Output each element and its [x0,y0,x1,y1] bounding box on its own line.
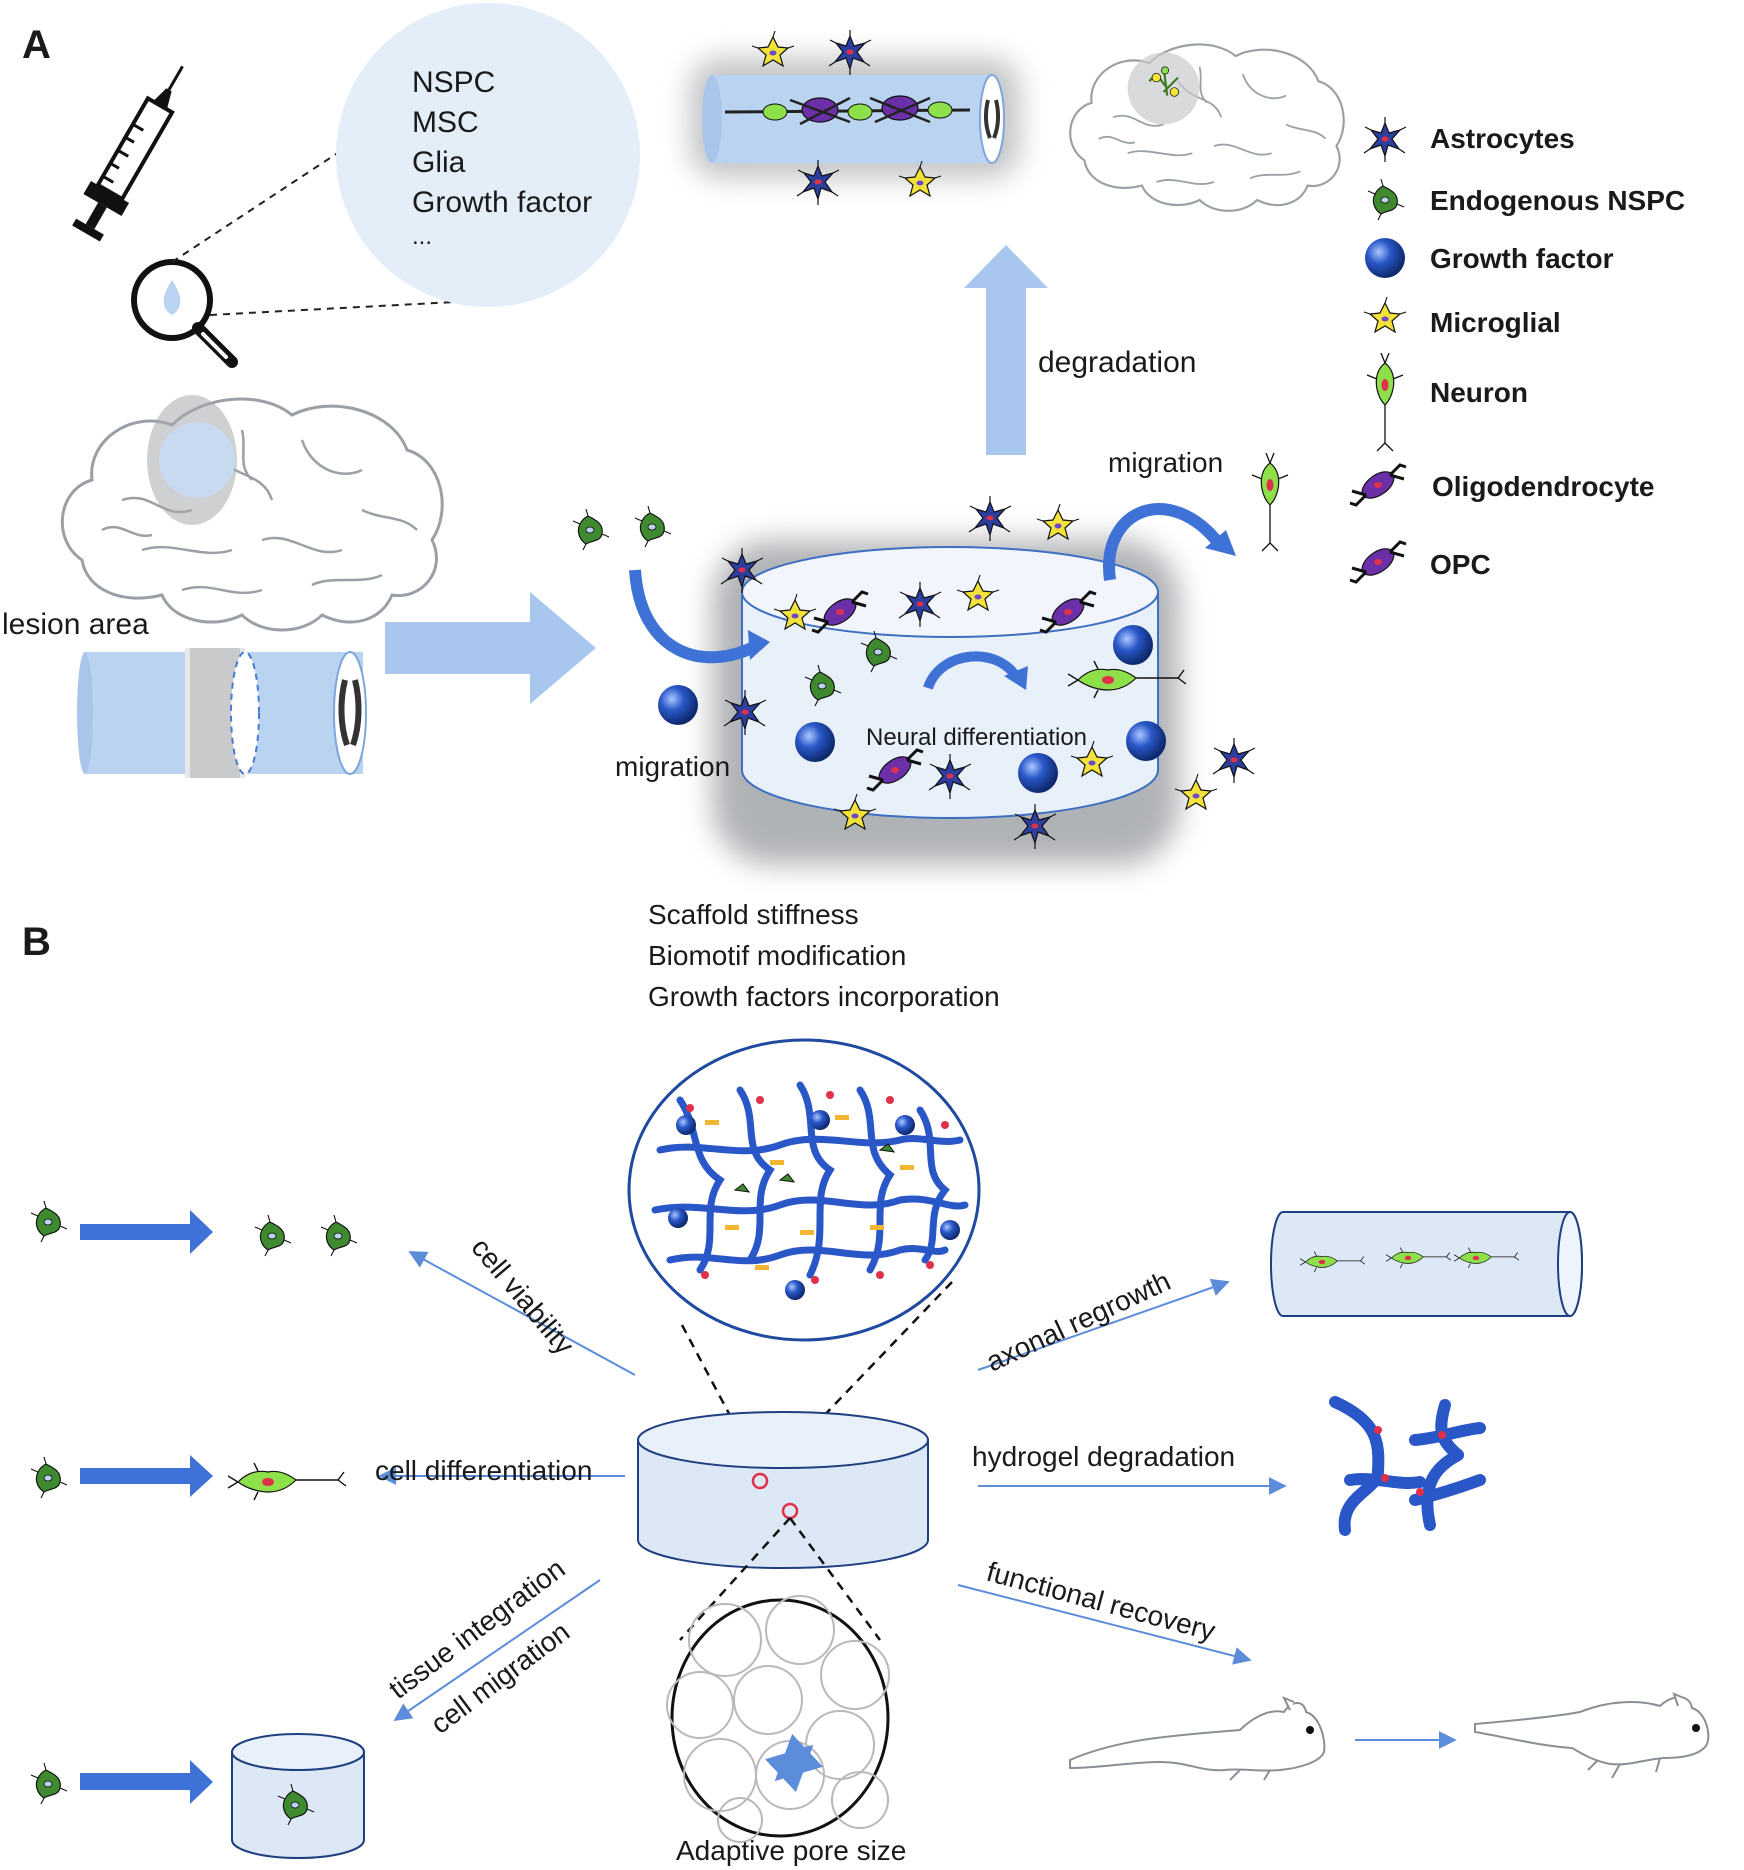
degradation-arrow-up [964,245,1048,455]
pore-structure-zoom [666,1595,890,1843]
brain-lesion-illustration [60,395,444,632]
process-arrow-right [385,592,596,704]
degraded-hydrogel-icon [1329,1396,1486,1536]
mouse-eye [1306,1726,1314,1734]
legend-label: Microglial [1430,307,1561,338]
neuron-icon [1251,452,1289,552]
migration-out-label: migration [1108,447,1223,478]
inject-item: MSC [412,106,479,139]
legend: Astrocytes Endogenous NSPC Growth factor… [1348,116,1685,584]
legend-label: Astrocytes [1430,123,1575,154]
microglia-icon [1363,296,1407,333]
injection-contents-list: NSPC MSC Glia Growth factor ... [412,66,592,250]
microglia-icon [1036,503,1080,540]
property-item: Growth factors incorporation [648,981,1000,1012]
pore-size-label: Adaptive pore size [676,1835,906,1866]
legend-label: Growth factor [1430,243,1614,274]
growth-factor-icon [1126,721,1166,761]
growth-factor-icon [1113,625,1153,665]
neuron-icon [227,1462,347,1501]
legend-label: OPC [1430,549,1491,580]
inject-item: NSPC [412,66,495,99]
scaffold-cylinder-b [637,1411,929,1569]
nspc-icon [572,508,610,551]
result-arrow [80,1760,213,1804]
property-item: Biomotif modification [648,940,906,971]
nspc-icon [30,1200,68,1243]
nspc-icon [254,1214,292,1257]
result-arrow [80,1455,213,1497]
scaffold-cylinder-a [712,540,1180,865]
hydrogel-degradation-label: hydrogel degradation [972,1441,1235,1472]
cell-differentiation-label: cell differentiation [375,1455,592,1486]
astrocyte-icon [1363,116,1407,163]
growth-factor-icon [1365,238,1405,278]
astrocyte-icon [1212,737,1256,784]
nspc-icon [634,505,672,548]
nspc-icon [30,1456,68,1499]
microglia-icon [1174,773,1218,810]
neural-differentiation-label: Neural differentiation [866,724,1087,751]
inject-item: Glia [412,146,466,179]
lesion-cylinder [77,648,367,778]
axonal-regrowth-label: axonal regrowth [981,1265,1175,1377]
panel-b-label: B [22,920,51,964]
opc-icon [1348,540,1408,584]
mouse-before-icon [1069,1696,1326,1781]
scaffold-properties-list: Scaffold stiffness Biomotif modification… [648,899,1000,1012]
degradation-label: degradation [1038,346,1196,379]
neuron-icon [1366,352,1404,452]
legend-label: Endogenous NSPC [1430,185,1685,216]
nspc-icon [1367,178,1405,221]
inject-item: ... [412,223,432,250]
migration-in-label: migration [615,751,730,782]
nspc-icon [320,1214,358,1257]
mouse-after-icon [1474,1692,1710,1779]
growth-factor-icon [1018,753,1058,793]
lesion-area-label: lesion area [2,608,149,641]
growth-factor-icon [658,685,698,725]
injection-contents-bubble [336,3,640,307]
inject-item: Growth factor [412,186,592,219]
legend-label: Neuron [1430,377,1528,408]
property-item: Scaffold stiffness [648,899,859,930]
axon-regrowth-tube [1270,1211,1583,1317]
cell-viability-label: cell viability [465,1232,580,1360]
panel-a-label: A [22,23,51,67]
legend-label: Oligodendrocyte [1432,471,1654,502]
magnifier-icon [131,259,238,368]
brain-recovered-illustration [1069,43,1345,212]
syringe-icon [72,65,184,242]
scaffold-tube-top [690,58,1020,178]
result-arrow [80,1210,213,1254]
astrocyte-icon [968,495,1012,542]
mouse-eye [1692,1724,1700,1732]
nspc-icon [30,1762,68,1805]
growth-factor-icon [795,722,835,762]
hydrogel-network-zoom [627,1038,981,1342]
oligodendrocyte-icon [1348,463,1408,507]
